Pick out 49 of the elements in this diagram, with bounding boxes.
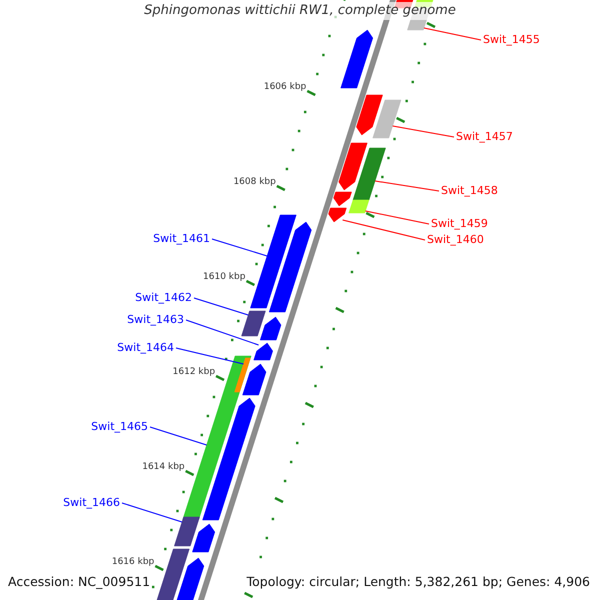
gene-bar [192,524,216,552]
gene-label: Swit_1464 [117,341,174,355]
tick-label: 1612 kbp [172,367,216,378]
leader-line [122,502,182,522]
gene-bar [234,358,251,392]
gene-label: Swit_1463 [127,313,184,327]
gene-label: Swit_1465 [91,420,148,434]
gene-bar [254,342,273,360]
tick-label: 1608 kbp [233,177,276,188]
gene-label: Swit_1457 [456,130,513,144]
gene-bar [352,148,386,200]
gene-label: Swit_1459 [431,217,488,231]
gene-bar [202,398,256,520]
leader-line [176,348,244,364]
leader-line [150,426,208,446]
gene-bar [328,208,347,222]
gene-bar [338,142,368,190]
leader-line [392,126,454,138]
gene-bar [250,214,296,308]
gene-bar [174,558,204,600]
gene-label: Swit_1460 [427,233,484,247]
leader-line [424,28,482,40]
leader-line [342,220,426,240]
gene-label: Swit_1455 [483,33,540,47]
leader-line [186,320,260,346]
gene-bar [268,222,312,312]
gene-bar [372,100,402,138]
tick-label: 1616 kbp [112,557,154,568]
gene-label: Swit_1466 [63,496,120,510]
tick-label: 1606 kbp [264,82,306,93]
leader-line [212,238,268,256]
gene-bar [356,94,383,136]
gene-label: Swit_1461 [153,232,210,246]
leader-line [194,298,249,316]
gene-bar [260,316,282,340]
gene-label: Swit_1462 [135,291,192,305]
accession-text: Accession: NC_009511 [8,574,150,590]
gene-bar [241,310,266,336]
genome-info-text: Topology: circular; Length: 5,382,261 bp; Genes: 4,906 [246,574,590,590]
gene-bar [174,516,200,546]
leader-line [374,180,440,192]
gene-bar [154,548,190,600]
gene-bar [333,192,352,206]
gene-bar [242,364,266,396]
leader-line [365,210,430,224]
tick-label: 1610 kbp [203,272,246,283]
gene-label: Swit_1458 [441,184,498,198]
gene-bar [340,30,374,88]
tick-label: 1614 kbp [142,462,185,473]
